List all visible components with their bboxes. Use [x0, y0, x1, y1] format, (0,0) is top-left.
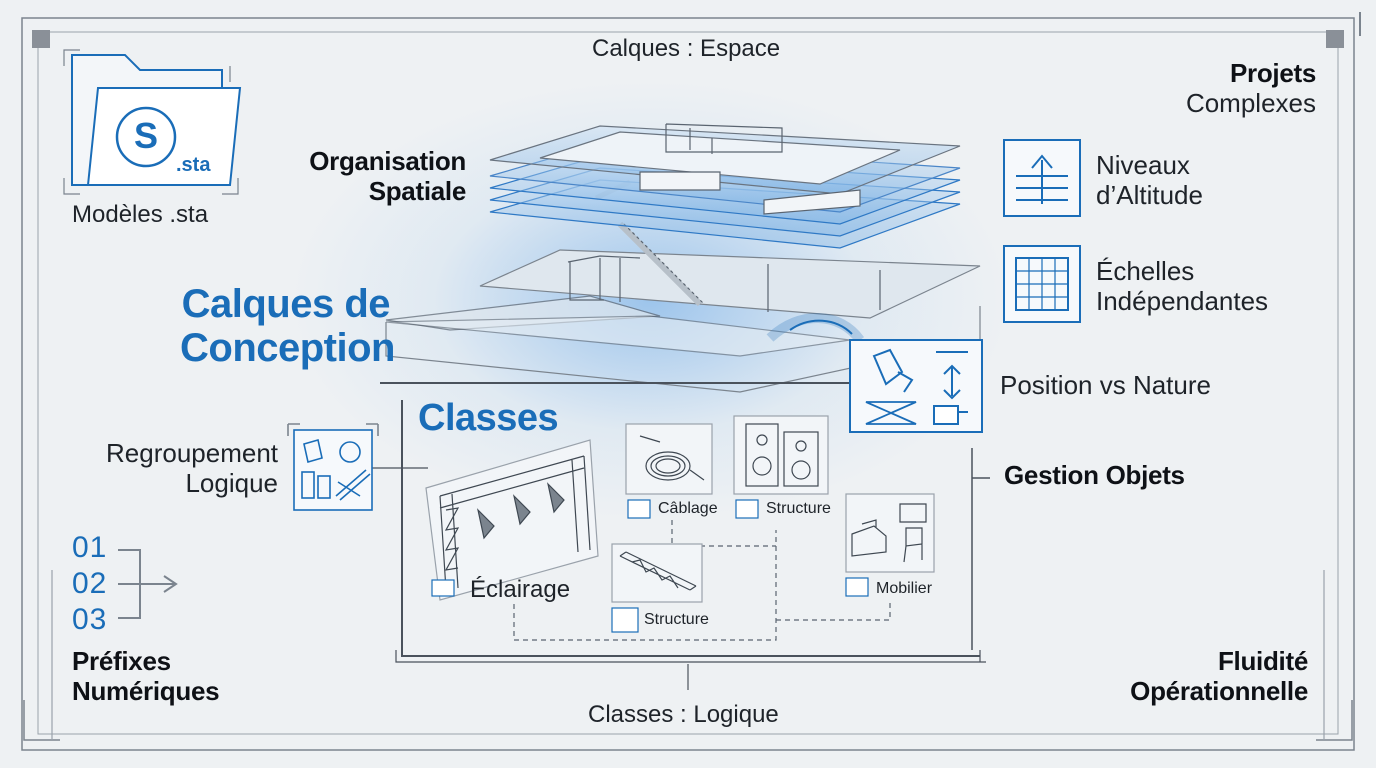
fluidity-line2: Opérationnelle: [1130, 676, 1308, 706]
number-03: 03: [72, 603, 108, 636]
altitude-block: Niveaux d’Altitude: [1096, 150, 1203, 210]
object-management-label: Gestion Objets: [1004, 460, 1185, 490]
spatial-line2: Spatiale: [368, 176, 467, 206]
templates-label: Modèles .sta: [72, 201, 209, 228]
top-label: Calques : Espace: [592, 35, 781, 62]
prefixes-line1: Préfixes: [72, 646, 171, 676]
fluidity-block: Fluidité Opérationnelle: [1130, 646, 1308, 706]
design-layers-title: Calques de Conception: [180, 282, 395, 370]
design-layers-line1: Calques de: [181, 282, 391, 326]
spatial-line1: Organisation: [309, 146, 466, 176]
spatial-organisation: Organisation Spatiale: [290, 146, 466, 206]
scales-block: Échelles Indépendantes: [1096, 256, 1268, 316]
top-right-subtitle: Complexes: [1185, 88, 1316, 118]
top-right-block: Projets Complexes: [1186, 58, 1316, 118]
prefixes-line2: Numériques: [72, 676, 220, 706]
altitude-icon: [1003, 139, 1081, 217]
template-badge-letter: S: [133, 115, 158, 156]
grouping-block: Regroupement Logique: [96, 438, 278, 498]
grouping-icon: [287, 423, 379, 511]
outer-frame: [21, 12, 1361, 751]
grid-scale-icon: [1003, 245, 1081, 323]
furniture-label: Mobilier: [876, 580, 933, 597]
bottom-label: Classes : Logique: [588, 701, 779, 728]
lighting-card: [425, 439, 599, 601]
fluidity-line1: Fluidité: [1217, 646, 1308, 676]
dashed-links: [513, 520, 891, 641]
grouping-line1: Regroupement: [106, 438, 278, 468]
scales-line2: Indépendantes: [1096, 286, 1269, 316]
speakers-card: [733, 415, 829, 519]
number-01: 01: [72, 531, 108, 564]
template-extension: .sta: [176, 154, 211, 176]
cable-card: [625, 423, 713, 519]
altitude-line2: d’Altitude: [1096, 180, 1203, 210]
number-02: 02: [72, 567, 108, 600]
altitude-line1: Niveaux: [1096, 150, 1190, 180]
truss-card: [611, 543, 703, 633]
furniture-card: [845, 493, 935, 597]
top-right-title: Projets: [1229, 58, 1316, 88]
lighting-label: Éclairage: [470, 576, 571, 603]
cabling-label: Câblage: [658, 500, 718, 517]
number-list: 01 02 03: [72, 530, 107, 638]
grouping-line2: Logique: [185, 468, 278, 498]
structure-speakers-label: Structure: [766, 500, 831, 517]
structure-truss-label: Structure: [644, 611, 709, 628]
connector-lines: [118, 313, 990, 690]
classes-title: Classes: [418, 397, 559, 439]
prefixes-block: Préfixes Numériques: [72, 646, 220, 706]
design-layers-line2: Conception: [180, 326, 395, 370]
scales-line1: Échelles: [1096, 256, 1195, 286]
position-nature-icon: [849, 339, 983, 433]
folder-icon: [63, 49, 242, 195]
position-nature-label: Position vs Nature: [1000, 370, 1211, 400]
